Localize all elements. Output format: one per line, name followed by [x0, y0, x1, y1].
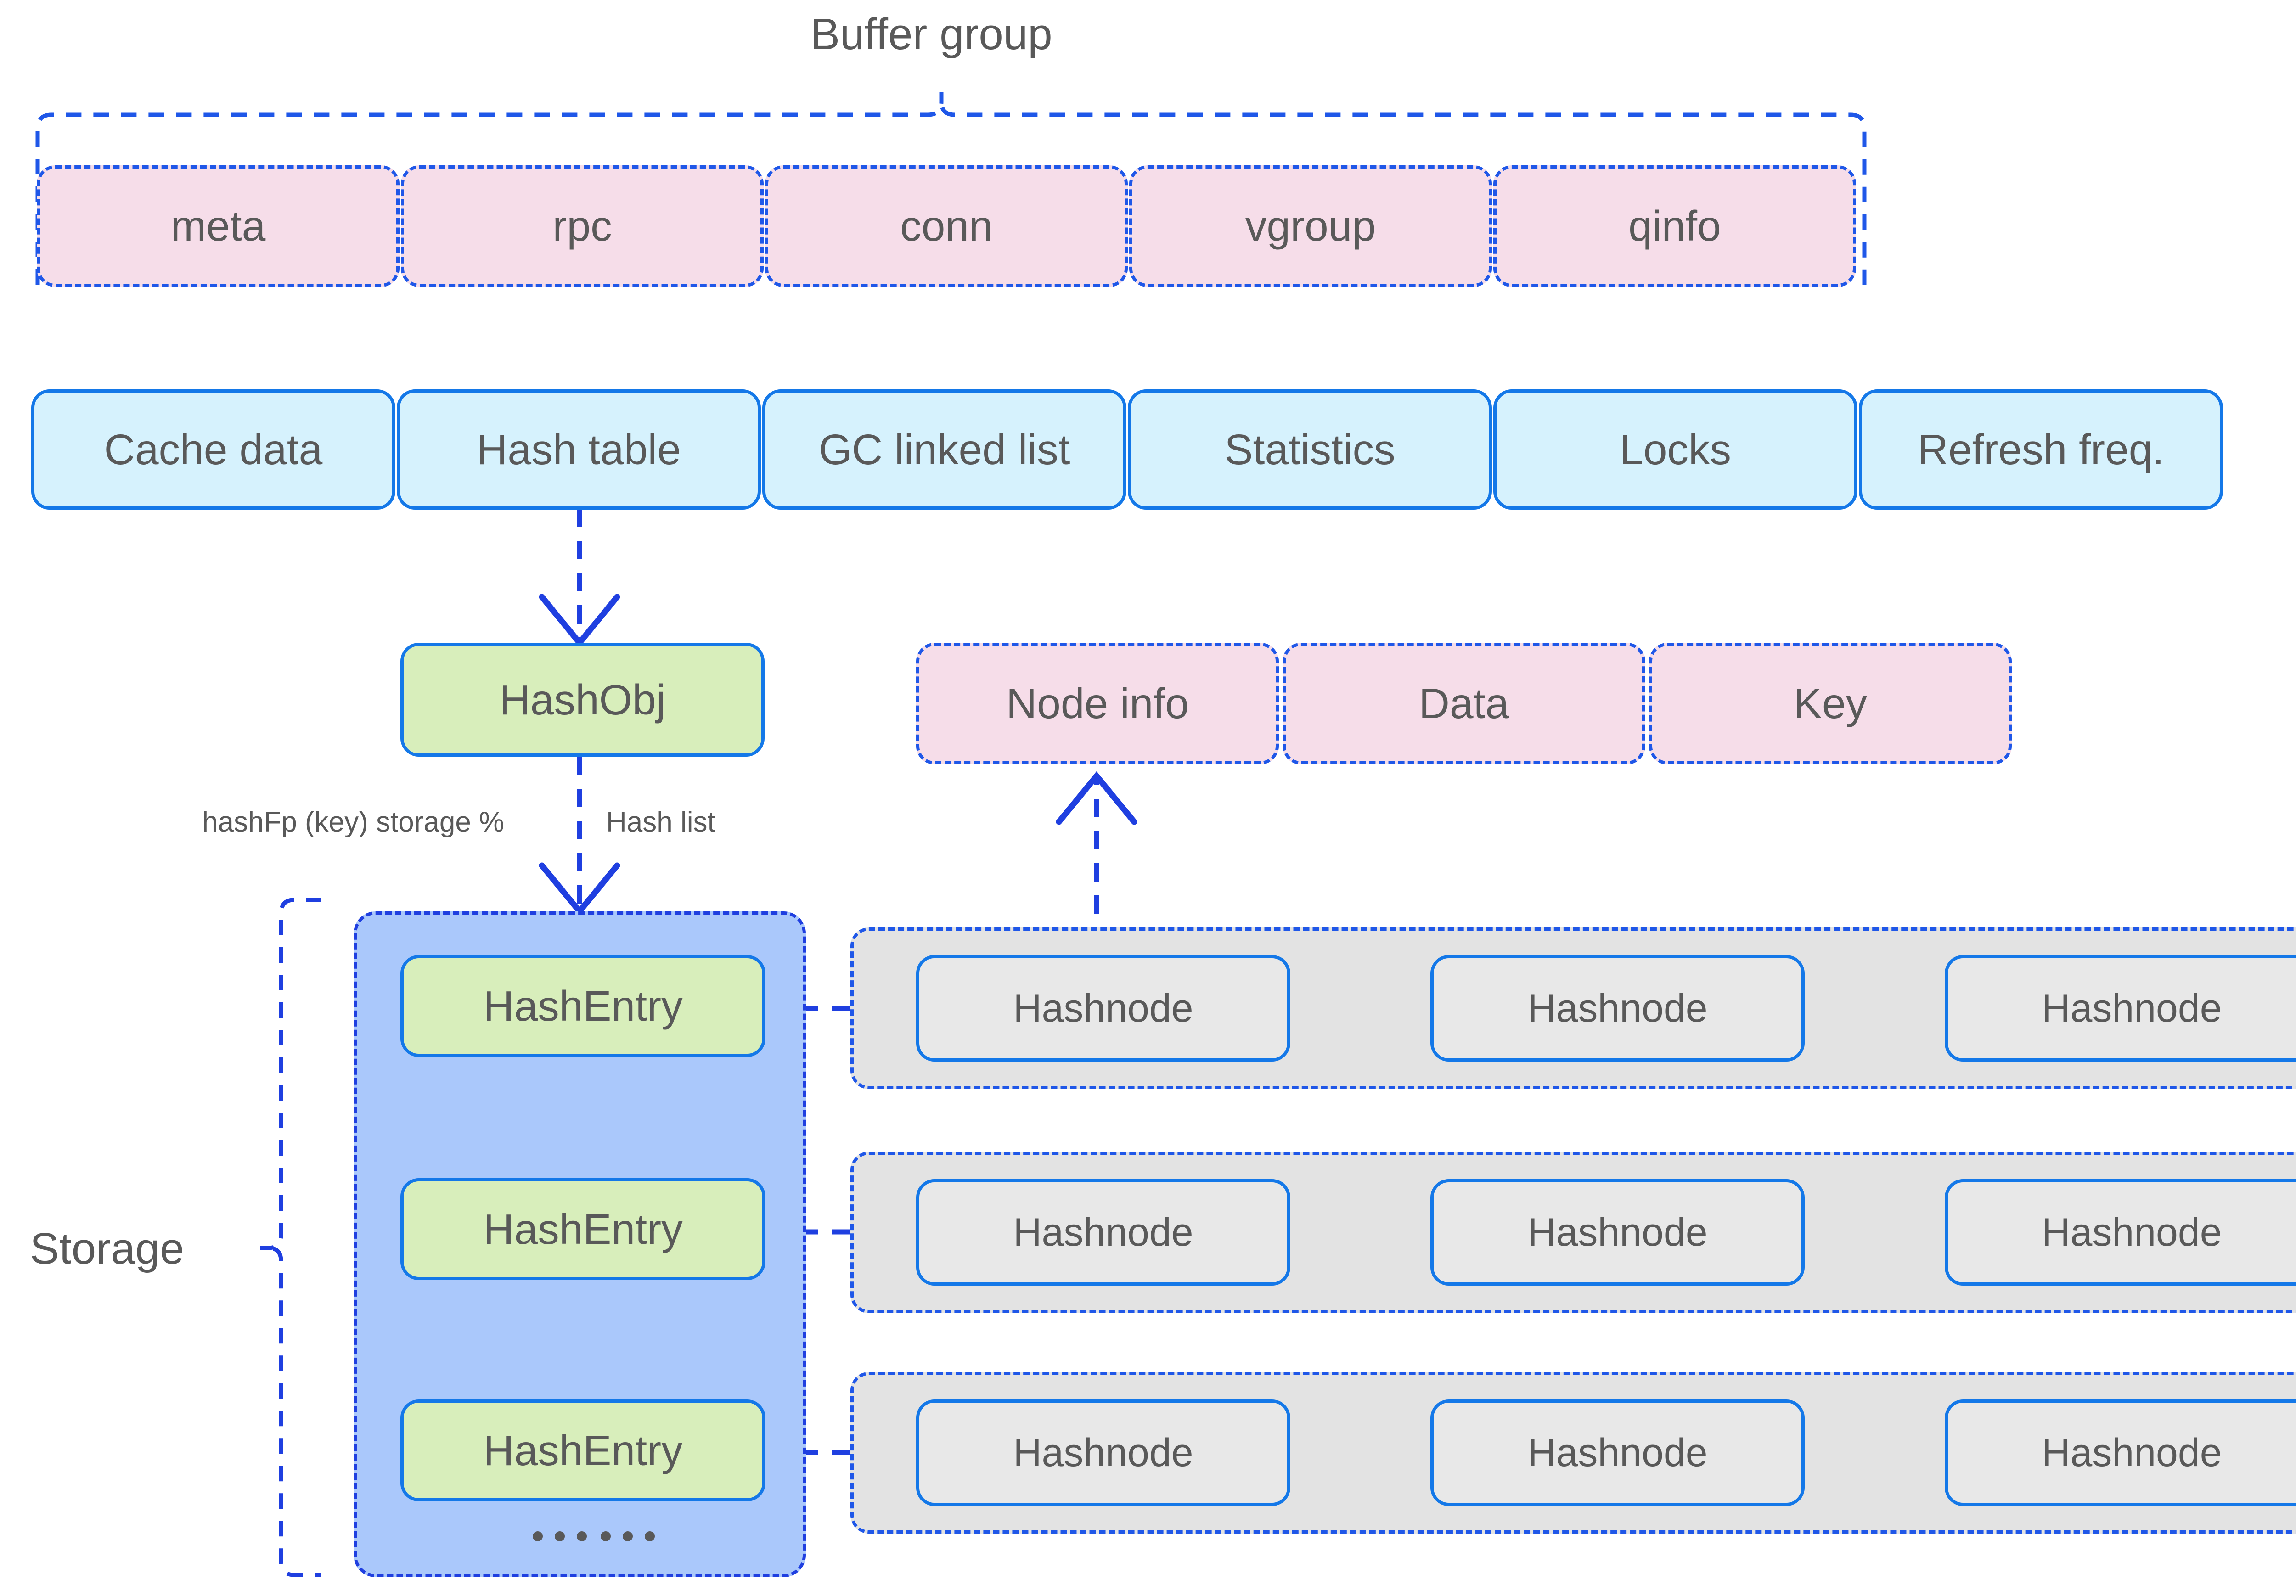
- storage-brace: [260, 898, 321, 1577]
- hash-obj-box[interactable]: HashObj: [400, 643, 765, 757]
- hashnode-row1-node-1[interactable]: Hashnode: [916, 955, 1290, 1062]
- cache-item-gc-linked-list[interactable]: GC linked list: [762, 389, 1126, 510]
- hash-entry-more-ellipsis: [533, 1531, 655, 1541]
- hashnode-to-nodeinfo-arrowhead: [1056, 771, 1137, 825]
- edge-label-hash-fp: hashFp (key) storage %: [202, 806, 505, 838]
- hashnode-field-data[interactable]: Data: [1283, 643, 1645, 764]
- cache-item-hash-table[interactable]: Hash table: [397, 389, 761, 510]
- hashnode-row2-node-2[interactable]: Hashnode: [1430, 1179, 1805, 1286]
- cache-item-statistics[interactable]: Statistics: [1128, 389, 1492, 510]
- ellipsis-group-left: [533, 1531, 587, 1541]
- edge-label-hash-list: Hash list: [606, 806, 715, 838]
- ellipsis-dot: [623, 1531, 633, 1541]
- hashnode-row1-node-2[interactable]: Hashnode: [1430, 955, 1805, 1062]
- hashtable-to-hashobj-arrowhead: [539, 594, 620, 648]
- hashnode-field-node-info[interactable]: Node info: [916, 643, 1279, 764]
- ellipsis-dot: [533, 1531, 543, 1541]
- ellipsis-dot: [645, 1531, 655, 1541]
- hashnode-field-key[interactable]: Key: [1649, 643, 2012, 764]
- hash-entry-2[interactable]: HashEntry: [400, 1178, 765, 1280]
- hashnode-row2-node-1[interactable]: Hashnode: [916, 1179, 1290, 1286]
- ellipsis-dot: [577, 1531, 587, 1541]
- hash-entry-3[interactable]: HashEntry: [400, 1399, 765, 1501]
- hashobj-to-hashentry-arrowhead: [539, 862, 620, 916]
- storage-label: Storage: [30, 1224, 185, 1273]
- buffer-group-title: Buffer group: [810, 10, 1052, 59]
- cache-item-cache-data[interactable]: Cache data: [31, 389, 395, 510]
- hash-entry-1[interactable]: HashEntry: [400, 955, 765, 1057]
- buffer-item-rpc[interactable]: rpc: [401, 165, 764, 287]
- ellipsis-dot: [601, 1531, 611, 1541]
- cache-item-refresh-freq[interactable]: Refresh freq.: [1859, 389, 2223, 510]
- ellipsis-dot: [555, 1531, 565, 1541]
- hashnode-row3-node-2[interactable]: Hashnode: [1430, 1399, 1805, 1506]
- buffer-item-meta[interactable]: meta: [37, 165, 400, 287]
- hashnode-row1-node-3[interactable]: Hashnode: [1945, 955, 2296, 1062]
- buffer-item-qinfo[interactable]: qinfo: [1493, 165, 1856, 287]
- cache-item-locks[interactable]: Locks: [1493, 389, 1857, 510]
- hashnode-row3-node-1[interactable]: Hashnode: [916, 1399, 1290, 1506]
- hashnode-row2-node-3[interactable]: Hashnode: [1945, 1179, 2296, 1286]
- buffer-item-vgroup[interactable]: vgroup: [1129, 165, 1492, 287]
- hashnode-row3-node-3[interactable]: Hashnode: [1945, 1399, 2296, 1506]
- ellipsis-group-right: [601, 1531, 655, 1541]
- buffer-item-conn[interactable]: conn: [765, 165, 1128, 287]
